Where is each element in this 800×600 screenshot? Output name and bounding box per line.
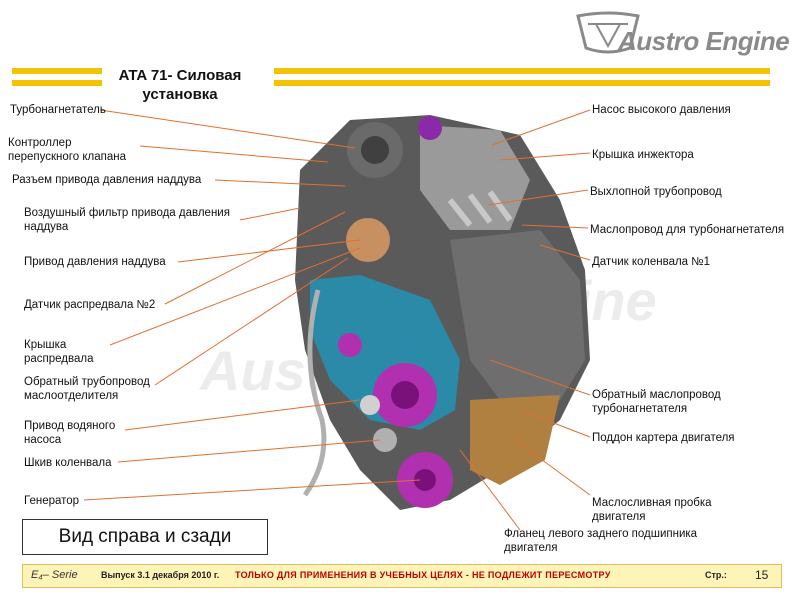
logo-text: Austro Engine xyxy=(618,26,790,56)
austro-engine-logo-icon xyxy=(576,11,640,54)
header-bar-right xyxy=(274,68,770,74)
footer-page-number: 15 xyxy=(755,568,769,582)
label-crankshaft-pulley: Шкив коленвала xyxy=(24,457,112,469)
label-camshaft-sensor-2: Датчик распредвала №2 xyxy=(24,299,156,311)
label-oil-separator-return: Обратный трубопровод маслоотделителя xyxy=(24,376,150,402)
label-injector-cover: Крышка инжектора xyxy=(592,149,694,161)
footer-page-label: Стр.: xyxy=(705,570,727,580)
page-title: ATA 71- Силовая установка xyxy=(118,67,242,103)
header-bar-left xyxy=(12,68,102,74)
header-bar-left-lower xyxy=(12,80,102,86)
label-oil-drain-plug: Маслосливная пробка двигателя xyxy=(592,497,712,523)
label-wastegate-controller: Контроллер перепускного клапана xyxy=(8,137,126,163)
label-turbo-oil-return: Обратный маслопровод турбонагнетателя xyxy=(592,389,721,415)
label-oil-sump: Поддон картера двигателя xyxy=(592,432,735,444)
header-bar-right-lower xyxy=(274,80,770,86)
label-camshaft-cover: Крышка распредвала xyxy=(24,339,94,365)
label-turbocharger: Турбонагнетатель xyxy=(10,104,106,116)
label-turbo-oil-line: Маслопровод для турбонагнетателя xyxy=(590,224,785,236)
label-boost-actuator: Привод давления наддува xyxy=(24,256,166,268)
footer-series: E₄– Serie xyxy=(31,569,78,581)
label-water-pump-drive: Привод водяного насоса xyxy=(24,420,116,446)
label-boost-actuator-connector: Разъем привода давления наддува xyxy=(12,174,202,186)
label-alternator: Генератор xyxy=(24,495,80,507)
label-rear-bearing-flange: Фланец левого заднего подшипника двигате… xyxy=(504,528,698,554)
label-crankshaft-sensor-1: Датчик коленвала №1 xyxy=(592,256,711,268)
footer-warning: ТОЛЬКО ДЛЯ ПРИМЕНЕНИЯ В УЧЕБНЫХ ЦЕЛЯХ - … xyxy=(235,570,611,580)
label-exhaust-manifold: Выхлопной трубопровод xyxy=(590,186,722,198)
footer-issue: Выпуск 3.1 декабря 2010 г. xyxy=(101,570,220,580)
view-caption: Вид справа и сзади xyxy=(22,519,268,555)
footer-bar: E₄– Serie Выпуск 3.1 декабря 2010 г. ТОЛ… xyxy=(22,564,782,588)
label-high-pressure-pump: Насос высокого давления xyxy=(592,104,731,116)
label-boost-actuator-air-filter: Воздушный фильтр привода давления наддув… xyxy=(24,207,230,233)
